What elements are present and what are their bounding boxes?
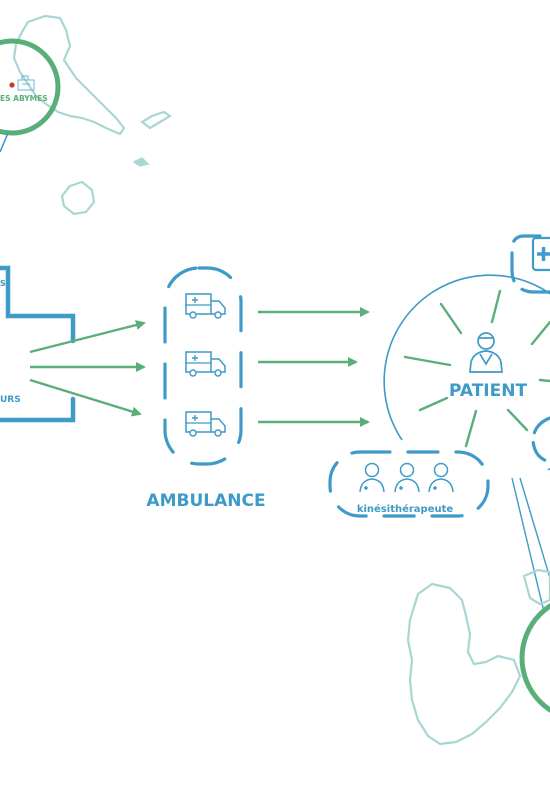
physiotherapist-icon [394, 462, 420, 493]
destination-location-ring [519, 603, 550, 713]
left-service-box [0, 265, 76, 423]
hospital-frame [510, 234, 550, 294]
patient-radial-spokes [403, 289, 550, 448]
ambulance-icon [185, 293, 226, 319]
bottom-island-outline [406, 582, 522, 746]
connector-patient-to-island-1 [511, 477, 545, 613]
les-abymes-label: ES ABYMES [0, 94, 48, 103]
patient-icon [469, 332, 503, 373]
physio-label: kinésithérapeute [357, 503, 454, 515]
ambulance-icon [185, 411, 226, 437]
location-red-dot [9, 82, 15, 88]
hospital-building-icon [17, 75, 35, 91]
islet-dot [132, 157, 150, 167]
ambulance-label: AMBULANCE [146, 491, 265, 511]
bottom-island-outline-east [522, 568, 550, 606]
arrow-left-to-ambulance-top [29, 320, 146, 354]
top-island-outline [12, 14, 126, 136]
small-islet-top [140, 110, 173, 130]
connector-patient-to-island-2 [519, 477, 550, 579]
medical-cross-icon [531, 236, 550, 272]
right-partial-frame [531, 416, 550, 464]
left-box-top-label: S [0, 279, 6, 288]
patient-label: PATIENT [449, 381, 527, 401]
les-abymes-location-ring [0, 38, 61, 136]
les-abymes-connector [0, 132, 9, 153]
physiotherapist-icon [359, 462, 385, 493]
physio-group-frame [328, 450, 490, 518]
arrow-left-to-ambulance-bottom [29, 378, 142, 417]
left-box-bottom-label: URS [0, 395, 21, 405]
ambulance-group-frame [163, 266, 243, 466]
small-island-round [60, 180, 96, 216]
physiotherapist-icon [428, 462, 454, 493]
ambulance-icon [185, 351, 226, 377]
